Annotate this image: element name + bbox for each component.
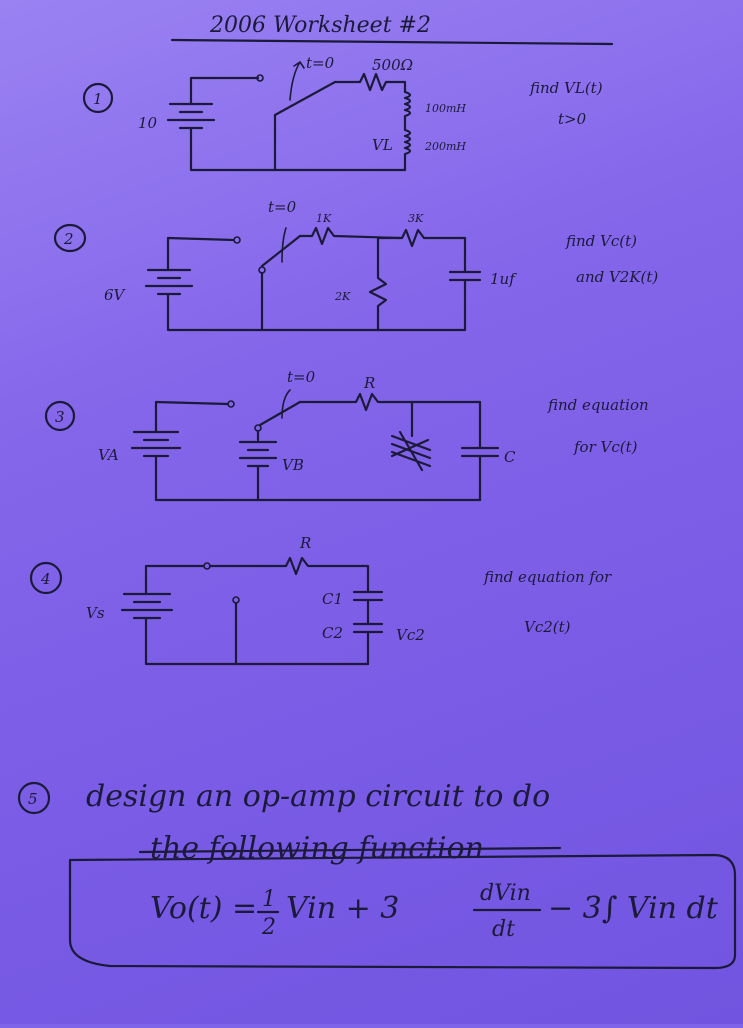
switch-contact <box>256 74 264 82</box>
problem-number-circle <box>53 223 87 253</box>
wire <box>166 292 467 332</box>
resistor3-symbol <box>368 236 388 332</box>
source-b-label: VB <box>282 456 304 474</box>
voltage-label: VL <box>372 136 393 154</box>
resistor-value: R <box>363 374 375 392</box>
resistor1-symbol <box>298 226 402 246</box>
switch-blade <box>273 80 337 117</box>
title-underline <box>170 38 614 46</box>
task-line-1: design an op-amp circuit to do <box>86 779 550 814</box>
fraction2-denominator: dt <box>492 917 515 942</box>
switch-label: t=0 <box>268 198 297 216</box>
problem-number-circle <box>17 781 51 815</box>
problem-3: 3 VA VB t=0 R C <box>44 368 649 502</box>
page-title: 2006 Worksheet #2 <box>209 13 431 38</box>
capacitor2-label: C2 <box>322 624 343 642</box>
fraction2-numerator: dVin <box>480 881 531 906</box>
task-line-2: Vc2(t) <box>524 618 571 636</box>
resistor3-value: 2K <box>334 290 351 303</box>
wire <box>144 616 370 666</box>
resistor-value: R <box>299 534 311 552</box>
switch-arrow <box>281 227 287 263</box>
capacitor1-label: C1 <box>322 590 343 608</box>
equation-lhs: Vo(t) = <box>150 891 257 926</box>
problem-number: 1 <box>93 90 103 108</box>
task-line-1: find VL(t) <box>529 79 603 97</box>
source-label: 10 <box>138 114 158 132</box>
battery-symbol <box>166 102 216 130</box>
task-line-1: find equation for <box>483 568 612 586</box>
source-label: Vs <box>86 604 105 622</box>
source-a-label: VA <box>98 446 119 464</box>
fraction1-numerator: 1 <box>262 887 276 912</box>
problem-number: 4 <box>40 570 51 588</box>
switch-label: t=0 <box>287 368 316 386</box>
wire <box>189 76 260 106</box>
switch-blade <box>260 234 302 268</box>
resistor2-value: 3K <box>408 212 424 225</box>
task-line-1: find Vc(t) <box>565 232 637 250</box>
problem-5: 5 design an op-amp circuit to do the fol… <box>17 779 737 970</box>
switch-blade <box>258 400 302 427</box>
switch-contact <box>227 400 235 408</box>
voltage-label: Vc2 <box>396 626 425 644</box>
resistor1-value: 1K <box>316 212 332 225</box>
fraction1-denominator: 2 <box>261 915 276 940</box>
capacitor-label: C <box>504 448 516 466</box>
problem-4: 4 Vs R C1 C2 Vc2 find equation for Vc2(t… <box>29 534 612 666</box>
switch-arrow <box>289 61 305 101</box>
wire <box>189 126 407 172</box>
problem-2: 2 6V t=0 1K 3K 2K 1uf find Vc(t) and V2K… <box>53 198 658 332</box>
wire <box>154 400 230 434</box>
battery-b-symbol <box>238 440 278 468</box>
wire <box>144 564 206 596</box>
problem-1: 1 10 t=0 500Ω 100mH 200mH VL find VL(t) … <box>82 54 603 172</box>
problem-number: 2 <box>63 230 74 248</box>
scribbled-element <box>390 430 432 472</box>
resistor2-symbol <box>376 228 467 248</box>
battery-symbol <box>120 592 174 620</box>
switch-contact <box>233 236 241 244</box>
source-label: 6V <box>104 286 127 304</box>
problem-number: 3 <box>55 408 65 426</box>
equation-box <box>68 853 737 970</box>
equation-term1: Vin + 3 <box>286 891 399 926</box>
task-line-1: find equation <box>547 396 649 414</box>
problem-number-circle <box>44 400 76 432</box>
inductor2-value: 200mH <box>424 140 466 153</box>
inductor1-value: 100mH <box>425 102 466 115</box>
problem-number: 5 <box>28 790 38 808</box>
switch-label: t=0 <box>306 54 335 72</box>
battery-symbol <box>144 268 194 296</box>
capacitor-value: 1uf <box>490 270 517 288</box>
resistor-symbol <box>333 72 407 94</box>
resistor-value: 500Ω <box>372 56 413 74</box>
strikethrough-line <box>138 846 562 854</box>
battery-a-symbol <box>130 430 182 458</box>
task-line-2: and V2K(t) <box>576 268 658 286</box>
wire <box>154 454 482 502</box>
switch-arrow <box>281 389 291 419</box>
equation-term3: − 3∫ Vin dt <box>548 891 719 926</box>
wire <box>166 236 236 272</box>
problem-number-circle <box>82 82 114 114</box>
resistor-symbol <box>208 556 370 594</box>
task-line-2: t>0 <box>558 110 587 128</box>
resistor-symbol <box>298 392 482 412</box>
inductor-symbol <box>403 90 412 172</box>
task-line-2: for Vc(t) <box>573 438 638 456</box>
problem-number-circle <box>29 561 63 595</box>
